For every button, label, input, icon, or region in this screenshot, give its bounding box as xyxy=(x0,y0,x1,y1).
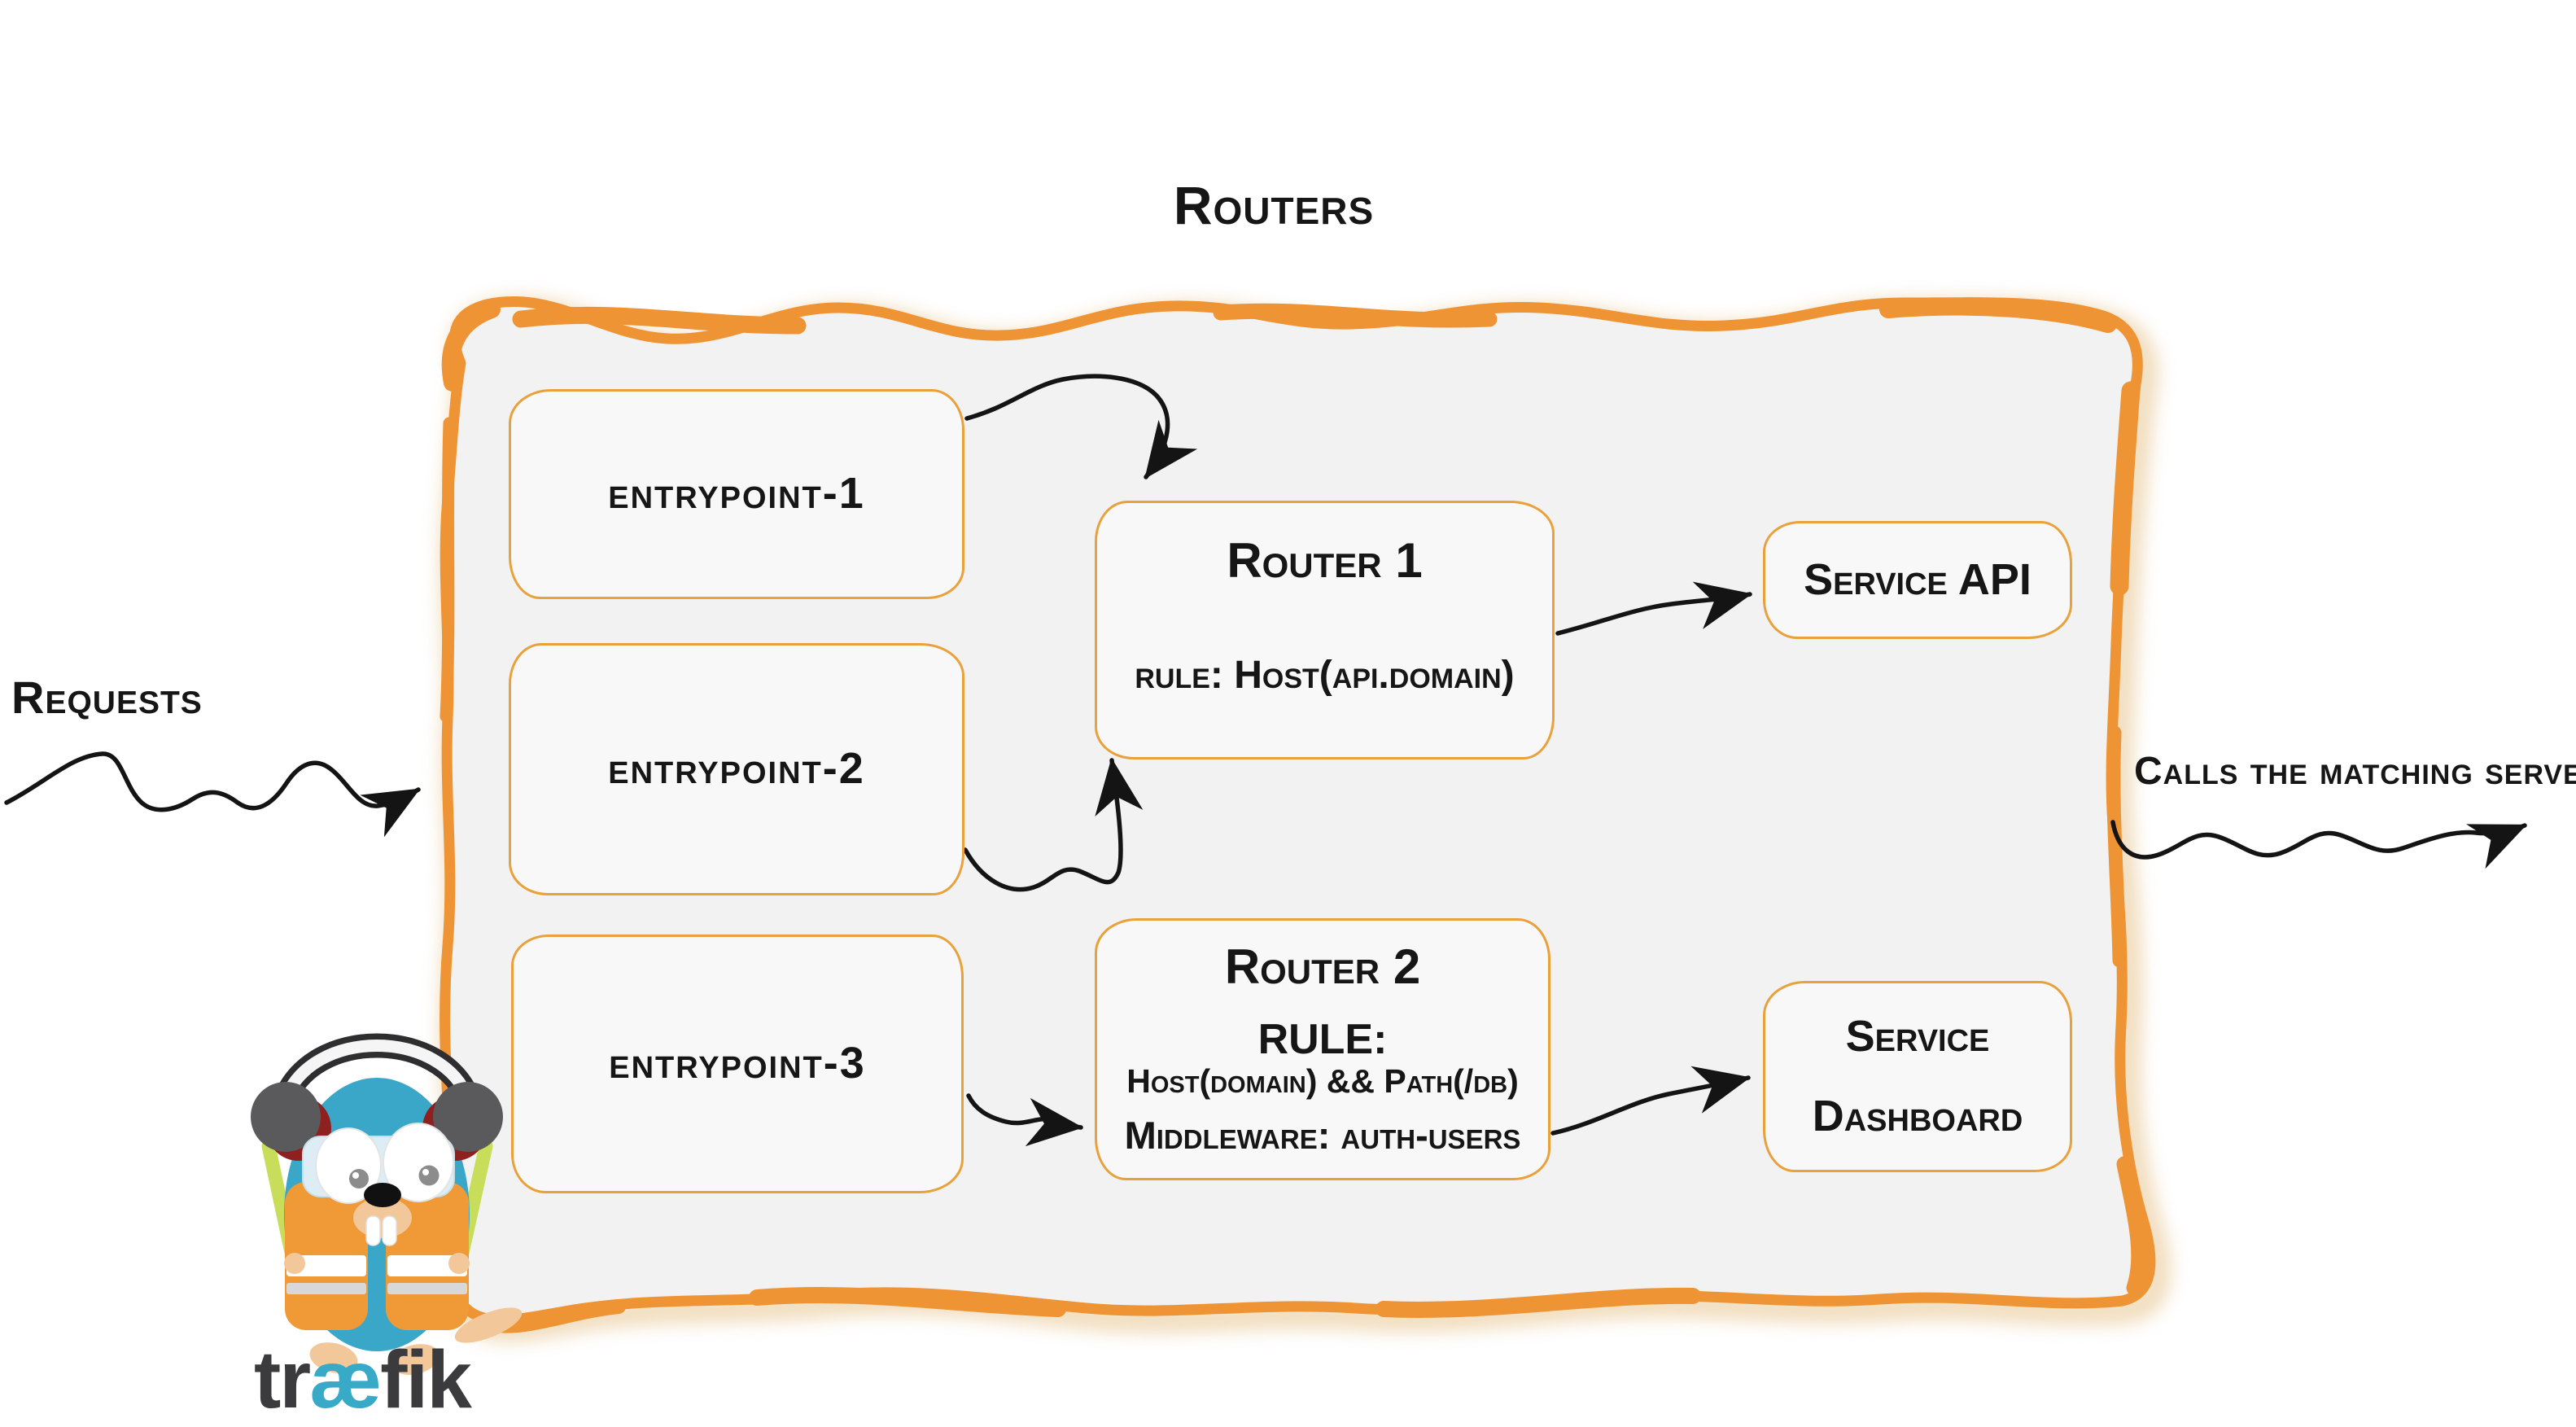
traefik-wordmark: træfik xyxy=(254,1333,472,1427)
service-api-box: Service API xyxy=(1763,521,2072,639)
arrow-entrypoint3-router2 xyxy=(966,1093,1083,1147)
router-2-rule: RULE: Host(domain) && Path(/db) xyxy=(1097,1016,1548,1101)
headphone-band-inner xyxy=(278,1040,475,1107)
router-1-title: Router 1 xyxy=(1227,533,1423,588)
router-2-box: Router 2 RULE: Host(domain) && Path(/db)… xyxy=(1095,918,1550,1180)
service-api-label: Service API xyxy=(1804,554,2031,604)
gopher-foot-right xyxy=(391,1344,440,1375)
entrypoint-1-box: entrypoint-1 xyxy=(509,389,964,599)
router-1-box: Router 1 rule: Host(api.domain) xyxy=(1095,501,1555,759)
entrypoint-2-label: entrypoint-2 xyxy=(608,744,865,794)
gopher-hand-left xyxy=(284,1253,305,1274)
entrypoint-2-box: entrypoint-2 xyxy=(509,643,964,895)
gopher-tooth-right xyxy=(382,1215,397,1246)
arrow-calls-out xyxy=(2110,820,2527,869)
wordmark-tr: tr xyxy=(254,1334,311,1425)
gopher-nose xyxy=(364,1183,401,1207)
entrypoint-3-label: entrypoint-3 xyxy=(609,1039,866,1088)
service-dashboard-box: Service Dashboard xyxy=(1763,981,2072,1172)
wordmark-ae: æ xyxy=(309,1334,382,1425)
arrow-router1-serviceapi xyxy=(1555,581,1752,636)
gopher-tooth-left xyxy=(365,1215,381,1246)
gopher xyxy=(251,1033,523,1375)
gopher-pupil-right xyxy=(418,1165,440,1186)
arrow-requests-in xyxy=(4,751,421,838)
requests-label: Requests xyxy=(11,672,203,723)
router-2-middleware: Middleware: auth-users xyxy=(1124,1114,1521,1158)
gopher-foot-left xyxy=(309,1342,358,1373)
entrypoint-1-label: entrypoint-1 xyxy=(608,469,865,519)
service-dashboard-line2: Dashboard xyxy=(1812,1091,2023,1140)
arrow-router2-servicedashboard xyxy=(1550,1066,1751,1136)
pupil-glint-right xyxy=(422,1169,429,1175)
gopher-tail xyxy=(454,1307,523,1343)
service-dashboard-label: Service Dashboard xyxy=(1813,997,2023,1155)
router-1-rule: rule: Host(api.domain) xyxy=(1135,654,1515,697)
arrow-entrypoint1-router1 xyxy=(964,374,1198,479)
pupil-glint-left xyxy=(352,1172,359,1179)
router-2-title: Router 2 xyxy=(1224,939,1421,994)
wordmark-fik: fik xyxy=(380,1334,472,1425)
arrow-entrypoint2-router1 xyxy=(963,758,1144,892)
service-dashboard-line1: Service xyxy=(1845,1012,1990,1061)
gopher-pupil-left xyxy=(349,1169,369,1188)
router-2-rule-value: Host(domain) && Path(/db) xyxy=(1126,1062,1519,1101)
gopher-hand-right xyxy=(448,1253,470,1274)
arrows xyxy=(4,374,2527,1147)
router-2-rule-label: RULE: xyxy=(1257,1016,1388,1063)
calls-matching-server-label: Calls the matching server xyxy=(2134,750,2576,793)
diagram-title: Routers xyxy=(1173,175,1375,235)
entrypoint-3-box: entrypoint-3 xyxy=(511,935,964,1193)
